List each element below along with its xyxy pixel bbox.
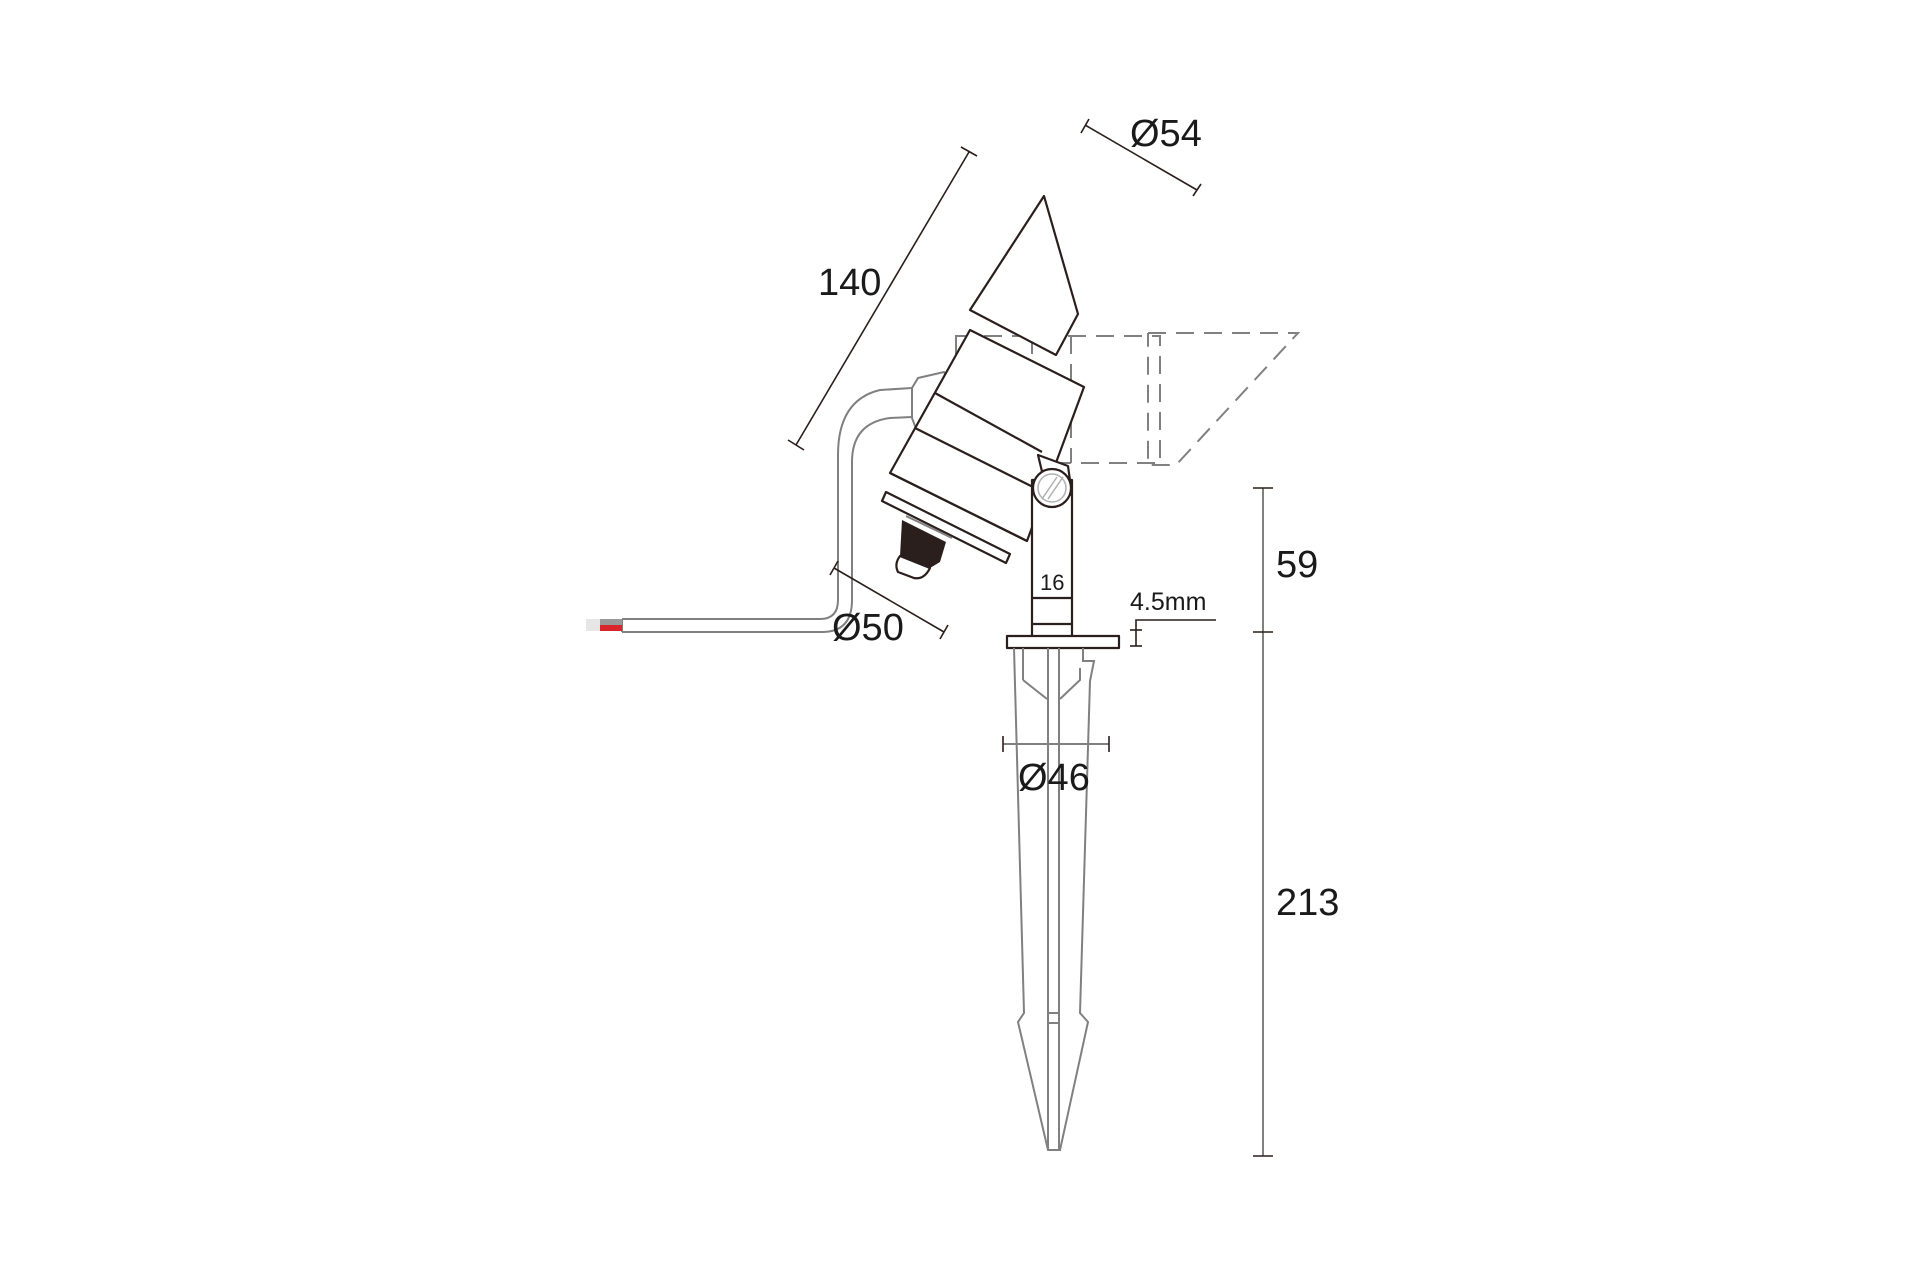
label-spike-diameter: Ø46 [1018, 757, 1090, 799]
cable-wire-ends [586, 619, 600, 631]
dimension-head-diameter: Ø54 [1080, 113, 1202, 197]
power-cable [586, 387, 913, 633]
label-spike-length: 213 [1276, 882, 1339, 924]
flange [1005, 634, 1121, 650]
pivot-knuckle [1031, 453, 1074, 509]
label-head-diameter: Ø54 [1130, 113, 1202, 155]
label-head-length: 140 [818, 262, 881, 304]
label-arm-width: 16 [1040, 570, 1064, 595]
connector-nut [900, 520, 946, 568]
ground-spike [1013, 647, 1096, 1151]
dimension-vertical: 59 213 [1253, 487, 1339, 1157]
label-body-diameter: Ø50 [832, 607, 904, 649]
dimension-head-length: 140 [787, 146, 978, 451]
dimension-flange-thickness: 4.5mm [1130, 588, 1216, 647]
label-flange-thickness: 4.5mm [1130, 588, 1206, 616]
dimension-spike-diameter: Ø46 [1002, 736, 1110, 799]
label-upper-height: 59 [1276, 544, 1318, 586]
cable-wire-grey [600, 619, 622, 625]
cable-wire-red [600, 625, 622, 631]
dimension-body-diameter: Ø50 [829, 560, 949, 649]
